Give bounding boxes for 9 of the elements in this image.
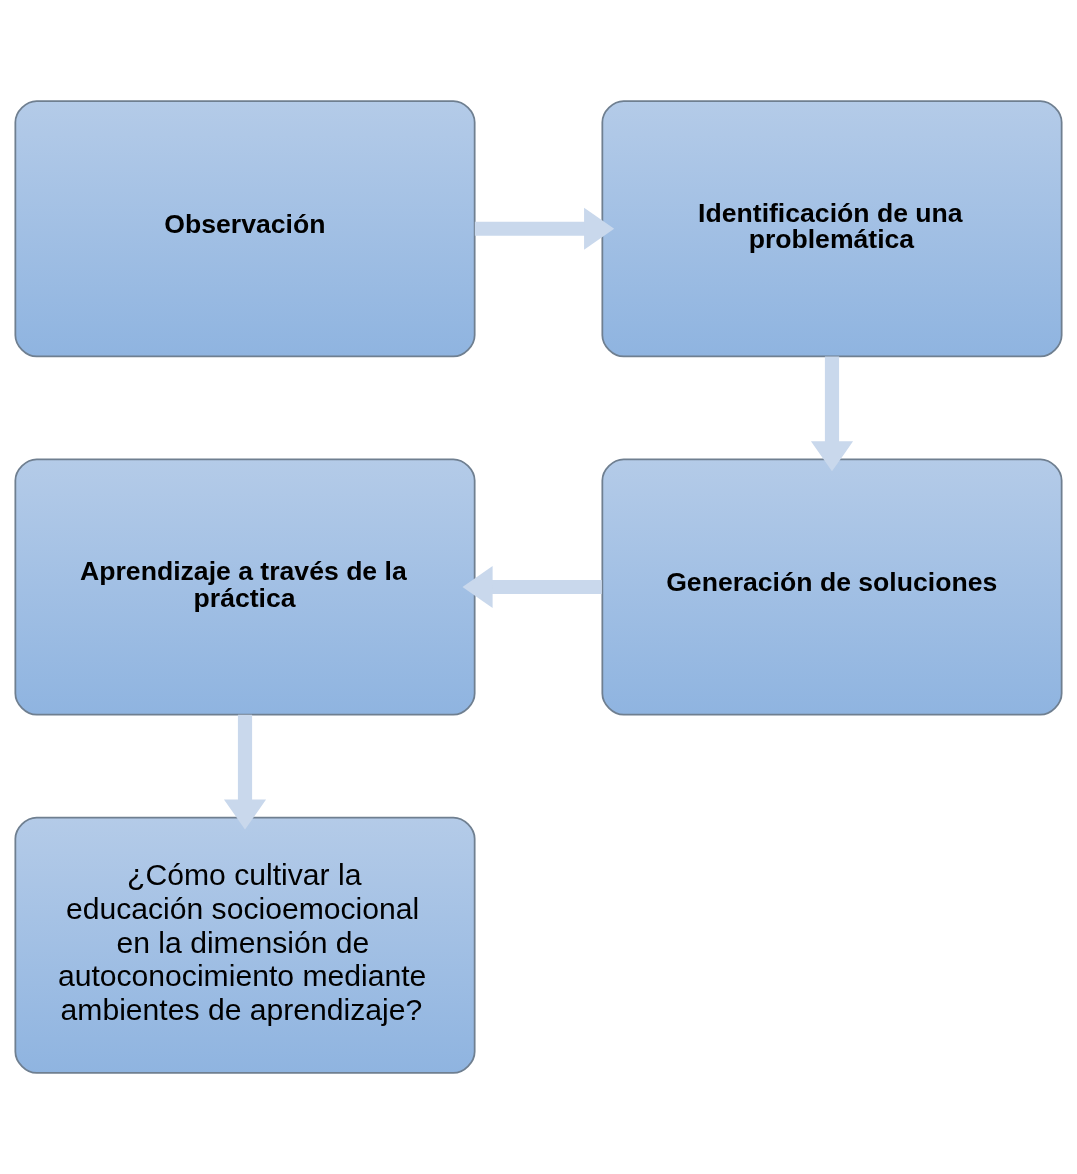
node-box: ¿Cómo cultivar la educación socioemocional en la dimensión de autoconocimiento mediante ambientes de aprendizaje?	[14, 816, 476, 1074]
node-box: Aprendizaje a través de la práctica	[14, 458, 476, 716]
node-box: Observación	[14, 100, 476, 358]
arrow	[223, 714, 267, 830]
node-box: Generación de soluciones	[601, 458, 1063, 716]
arrow	[474, 207, 615, 250]
arrow	[462, 565, 602, 609]
node-box: Identificación de una problemática	[601, 100, 1063, 358]
arrow	[810, 356, 854, 472]
